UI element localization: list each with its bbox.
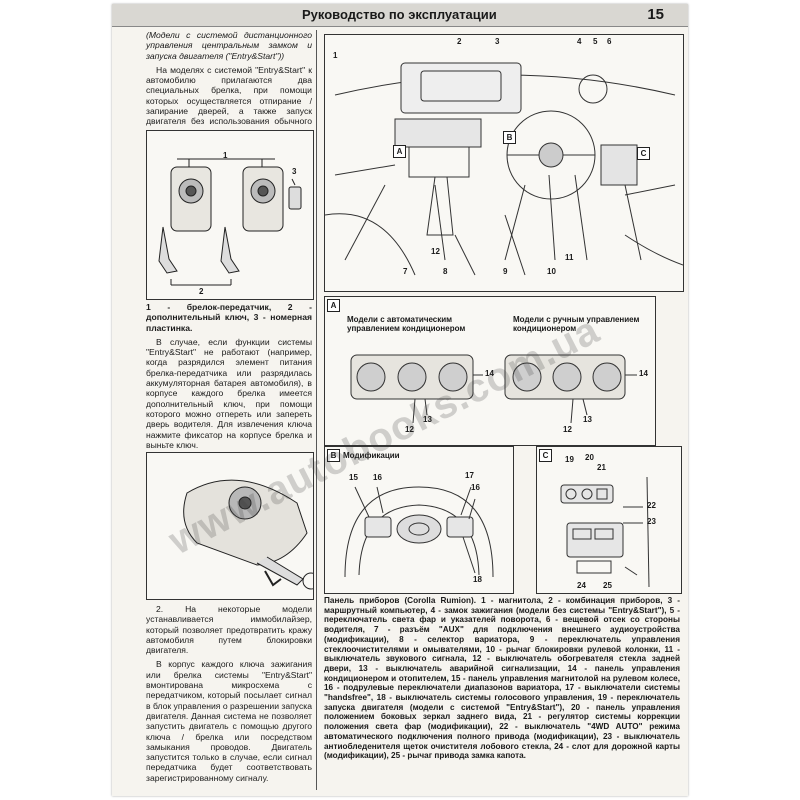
fig1-label-2: 2 xyxy=(199,287,204,296)
dash-box-a: A xyxy=(393,145,406,158)
dash-label-1: 1 xyxy=(333,51,338,60)
keyfob-caption: 1 - брелок-передатчик, 2 - дополнительны… xyxy=(146,302,312,333)
dash-label-6: 6 xyxy=(607,37,612,46)
page-number: 15 xyxy=(647,6,664,23)
column-divider xyxy=(316,30,317,790)
left-column-bottom: 2. На некоторые модели устанавливается и… xyxy=(146,604,312,787)
panel-b-label-17: 17 xyxy=(465,471,474,480)
panel-a-manual-label-13: 13 xyxy=(583,415,592,424)
dashboard-figure: 1 2 3 4 5 6 7 8 9 10 11 12 A B C xyxy=(324,34,684,292)
panel-b-label-15: 15 xyxy=(349,473,358,482)
fig1-label-3: 3 xyxy=(292,167,297,176)
paragraph-keyfobs: На моделях с системой "Entry&Start" к ав… xyxy=(146,64,312,137)
dash-box-b: B xyxy=(503,131,516,144)
panel-c-label-22: 22 xyxy=(647,501,656,510)
page-title: Руководство по эксплуатации xyxy=(302,7,497,22)
dash-label-11: 11 xyxy=(565,253,574,262)
paragraph-spare-key: В случае, если функции системы "Entry&St… xyxy=(146,336,312,450)
panel-c-label-20: 20 xyxy=(585,453,594,462)
panel-c-figure: C 19 20 21 22 23 24 25 xyxy=(536,446,682,594)
dash-label-3: 3 xyxy=(495,37,500,46)
panel-b-tag: B xyxy=(327,449,340,462)
panel-a-manual-label: Модели с ручным управлением кондиционеро… xyxy=(513,315,640,333)
panel-a-manual-label-14: 14 xyxy=(639,369,648,378)
paragraph-immobilizer: 2. На некоторые модели устанавливается и… xyxy=(146,604,312,656)
left-column-middle: 1 - брелок-передатчик, 2 - дополнительны… xyxy=(146,302,312,454)
panel-b-title: Модификации xyxy=(343,451,400,460)
panel-c-label-19: 19 xyxy=(565,455,574,464)
dashboard-caption: Панель приборов (Corolla Rumion). 1 - ма… xyxy=(324,596,680,761)
dash-label-8: 8 xyxy=(443,267,448,276)
panel-a-tag: A xyxy=(327,299,340,312)
panel-b-figure: B Модификации 15 16 17 16 18 xyxy=(324,446,514,594)
panel-a-label-14: 14 xyxy=(485,369,494,378)
panel-a-manual-label-12: 12 xyxy=(563,425,572,434)
panel-b-label-16b: 16 xyxy=(471,483,480,492)
panel-c-label-25: 25 xyxy=(603,581,612,590)
dash-label-4: 4 xyxy=(577,37,582,46)
document-page: Руководство по эксплуатации 15 (Модели с… xyxy=(112,4,688,796)
dash-label-7: 7 xyxy=(403,267,408,276)
page-header: Руководство по эксплуатации 15 xyxy=(112,4,688,27)
dash-label-12: 12 xyxy=(431,247,440,256)
panel-a-label-13: 13 xyxy=(423,415,432,424)
fig1-label-1: 1 xyxy=(223,151,228,160)
dash-label-2: 2 xyxy=(457,37,462,46)
panel-c-tag: C xyxy=(539,449,552,462)
panel-c-label-21: 21 xyxy=(597,463,606,472)
dash-box-c: C xyxy=(637,147,650,160)
panel-b-label-18: 18 xyxy=(473,575,482,584)
fob-key-figure xyxy=(146,452,314,600)
dash-label-5: 5 xyxy=(593,37,598,46)
dash-label-9: 9 xyxy=(503,267,508,276)
left-column: (Модели с системой дистанционного управл… xyxy=(146,30,312,141)
panel-c-label-24: 24 xyxy=(577,581,586,590)
panel-a-label-12: 12 xyxy=(405,425,414,434)
models-note: (Модели с системой дистанционного управл… xyxy=(146,30,312,61)
panel-a-auto-label: Модели с автоматическим управлением конд… xyxy=(347,315,466,333)
keyfob-figure: 1 2 3 xyxy=(146,130,314,300)
paragraph-transmitter: В корпус каждого ключа зажигания или бре… xyxy=(146,659,312,783)
panel-a-figure: A Модели с автоматическим управлением ко… xyxy=(324,296,656,446)
panel-c-label-23: 23 xyxy=(647,517,656,526)
dash-label-10: 10 xyxy=(547,267,556,276)
panel-b-label-16: 16 xyxy=(373,473,382,482)
